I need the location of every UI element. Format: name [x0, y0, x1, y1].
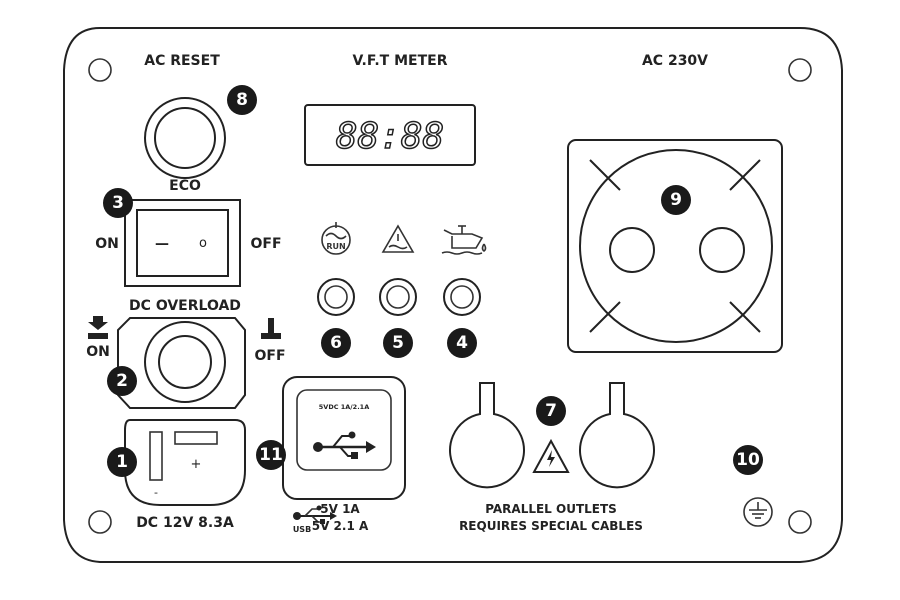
- usb-output-1: 5V 1A: [320, 502, 360, 516]
- run-indicator-icon: RUN: [321, 222, 351, 255]
- breaker-off-icon: [261, 318, 281, 339]
- dc-overload-label: DC OVERLOAD: [129, 298, 241, 314]
- svg-text:1: 1: [116, 452, 128, 472]
- parallel-outlets-label: PARALLEL OUTLETS: [485, 502, 617, 516]
- svg-text:5: 5: [392, 333, 404, 353]
- svg-text:11: 11: [259, 445, 283, 465]
- svg-text:3: 3: [112, 193, 124, 213]
- svg-text:RUN: RUN: [326, 242, 345, 251]
- ac-reset-button[interactable]: [144, 97, 226, 179]
- badge-8: 8: [227, 85, 257, 115]
- svg-text:88:88: 88:88: [336, 116, 444, 157]
- usb-output-2: 5V 2.1 A: [312, 519, 369, 533]
- badge-9: 9: [661, 185, 691, 215]
- usb-small-icon: USB: [293, 505, 337, 534]
- parallel-cables-note: REQUIRES SPECIAL CABLES: [459, 519, 643, 533]
- svg-text:8: 8: [236, 90, 248, 110]
- svg-text:4: 4: [456, 333, 468, 353]
- badge-4: 4: [447, 328, 477, 358]
- badge-7: 7: [536, 396, 566, 426]
- svg-text:o: o: [199, 236, 207, 251]
- svg-text:7: 7: [545, 401, 557, 421]
- dc-rating-label: DC 12V 8.3A: [136, 515, 234, 531]
- svg-text:+: +: [191, 457, 202, 472]
- dc-overload-breaker[interactable]: [117, 317, 246, 409]
- eco-on-label: ON: [95, 236, 119, 252]
- badge-3: 3: [103, 188, 133, 218]
- breaker-on-icon: [88, 316, 108, 339]
- overload-warning-icon: [381, 224, 415, 253]
- badge-11: 11: [256, 440, 286, 470]
- svg-text:10: 10: [736, 450, 760, 470]
- eco-off-label: OFF: [250, 236, 281, 252]
- eco-label: ECO: [169, 178, 201, 194]
- ac-reset-label: AC RESET: [144, 53, 220, 69]
- badge-1: 1: [107, 447, 137, 477]
- oil-warning-icon: [441, 225, 487, 255]
- indicator-lamps: [317, 278, 481, 316]
- corner-screws: [88, 58, 812, 534]
- svg-text:—: —: [155, 236, 169, 252]
- svg-text:USB: USB: [293, 525, 311, 534]
- eco-switch[interactable]: — o: [124, 199, 241, 287]
- ac-230v-socket: [567, 139, 783, 353]
- panel-outline: [63, 27, 843, 563]
- badge-6: 6: [321, 328, 351, 358]
- ac-230v-label: AC 230V: [642, 53, 708, 69]
- dc-12v-socket: - +: [124, 419, 246, 506]
- parallel-outlet-right: [579, 382, 655, 489]
- parallel-outlet-left: [449, 382, 525, 489]
- usb-port: 5VDC 1A/2.1A: [282, 376, 406, 500]
- breaker-on-label: ON: [86, 344, 110, 360]
- ground-icon: [743, 497, 773, 527]
- svg-text:5VDC 1A/2.1A: 5VDC 1A/2.1A: [319, 403, 369, 411]
- svg-text:-: -: [154, 486, 158, 499]
- svg-text:9: 9: [670, 190, 682, 210]
- usb-icon: [313, 431, 376, 459]
- vft-meter-display: 88:88: [304, 104, 476, 166]
- breaker-off-label: OFF: [254, 348, 285, 364]
- vft-meter-label: V.F.T METER: [353, 53, 448, 69]
- svg-text:2: 2: [116, 371, 128, 391]
- high-voltage-icon: [532, 438, 570, 473]
- badge-5: 5: [383, 328, 413, 358]
- badge-2: 2: [107, 366, 137, 396]
- badge-10: 10: [733, 445, 763, 475]
- svg-text:6: 6: [330, 333, 342, 353]
